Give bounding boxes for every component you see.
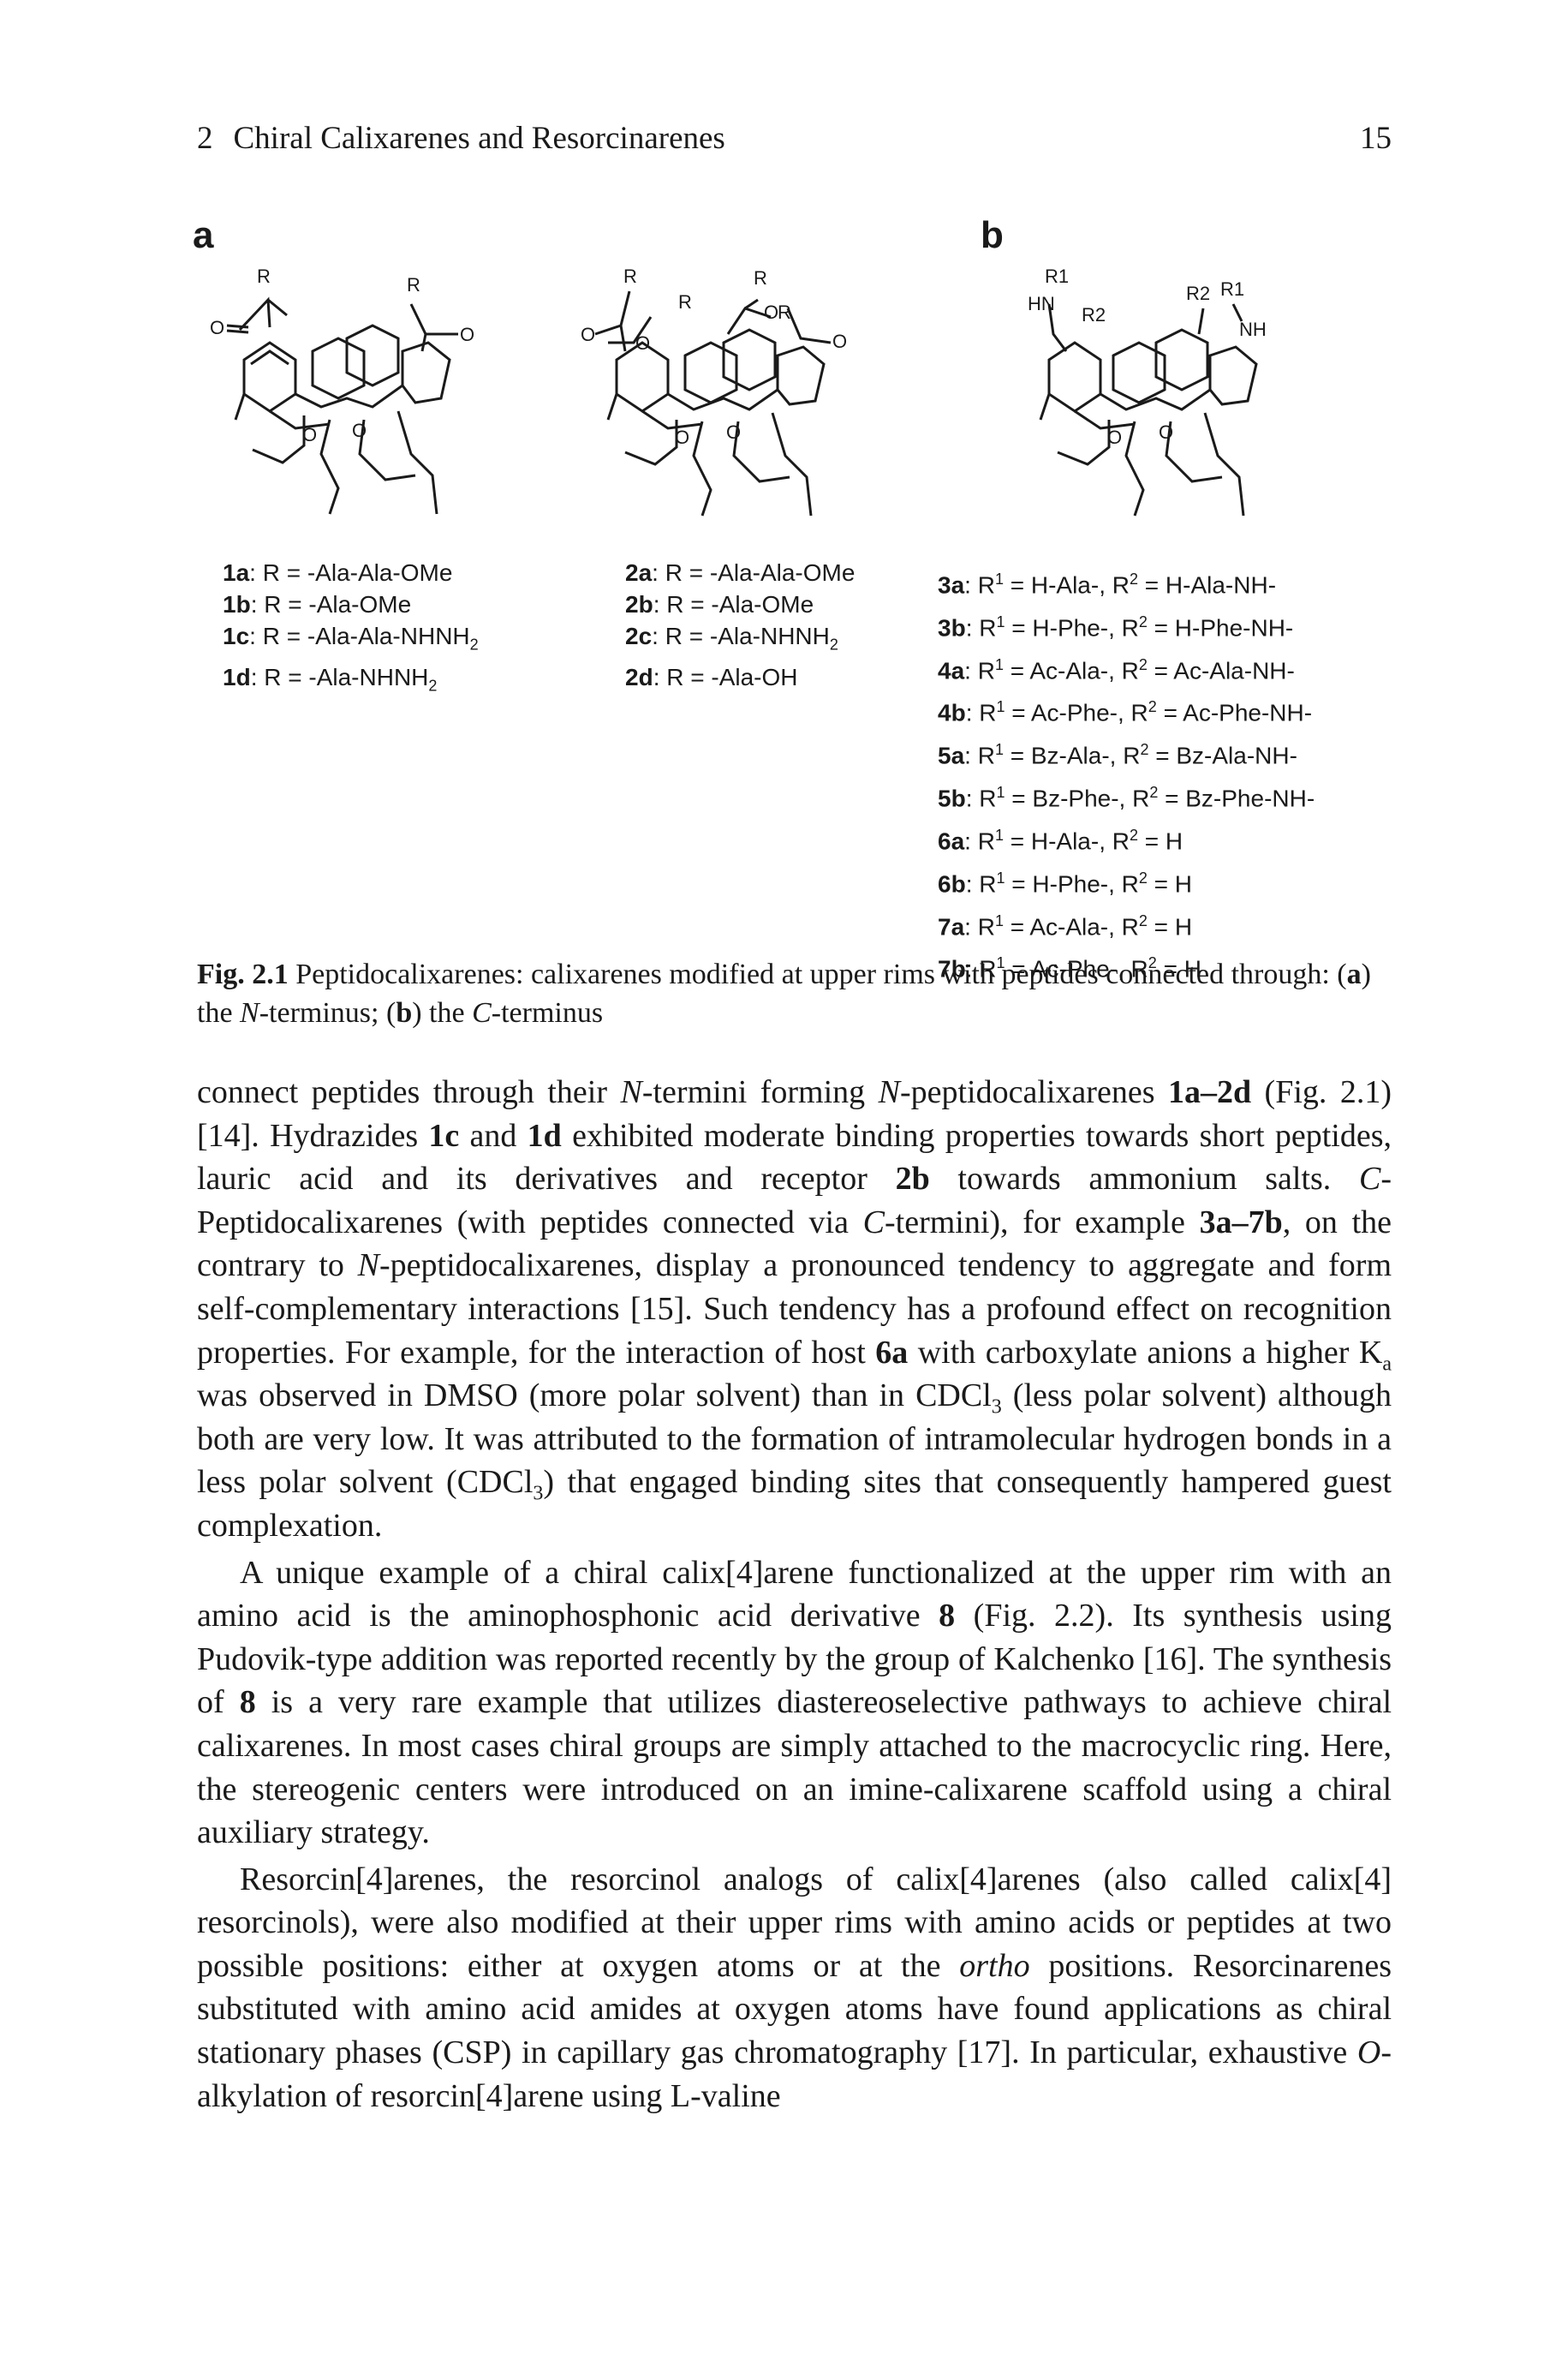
figure-2-1: a b R R O O O O [180, 214, 1404, 983]
compound-entry: 4a: R1 = Ac-Ala-, R2 = Ac-Ala-NH- [938, 655, 1295, 684]
amine-hn-label: HN [1028, 293, 1055, 314]
substituent-r1-label: R1 [1045, 266, 1069, 287]
compound-id: 6b [938, 870, 966, 898]
compound-id: 3b [938, 614, 966, 642]
compound-entry: 7a: R1 = Ac-Ala-, R2 = H [938, 911, 1193, 940]
compound-entry: 6b: R1 = H-Phe-, R2 = H [938, 869, 1193, 898]
carbonyl-o-label: O [210, 317, 224, 338]
substituent-r-label: R [623, 266, 637, 287]
ether-o-label: O [352, 420, 367, 441]
compound-entry: 3a: R1 = H-Ala-, R2 = H-Ala-NH- [938, 571, 1277, 599]
chapter-number: 2 [197, 121, 213, 156]
calixarene-structure-1: R R O O O O [210, 266, 474, 515]
compound-entry: 1d: R = -Ala-NHNH2 [223, 663, 438, 695]
compound-id: 4a [938, 656, 965, 684]
compound-id: 7a [938, 912, 965, 940]
ether-o-label: O [1159, 421, 1173, 443]
ether-o-label: O [726, 421, 741, 443]
compound-entry: 2b: R = -Ala-OMe [625, 591, 814, 618]
substituent-r-label: R [678, 291, 692, 313]
compound-entry: 2c: R = -Ala-NHNH2 [625, 623, 838, 654]
compound-id: 3a [938, 571, 965, 599]
compound-entry: 1b: R = -Ala-OMe [223, 591, 412, 618]
compound-entry: 5b: R1 = Bz-Phe-, R2 = Bz-Phe-NH- [938, 784, 1315, 812]
carbonyl-o-label: O [460, 324, 474, 345]
compound-id: 5a [938, 742, 965, 769]
compound-entry: 1c: R = -Ala-Ala-NHNH2 [223, 623, 479, 654]
chapter-heading: 2 Chiral Calixarenes and Resorcinarenes [197, 120, 746, 163]
compound-id: 7b [938, 955, 966, 983]
chapter-title: Chiral Calixarenes and Resorcinarenes [233, 121, 725, 156]
caption-text: Peptidocalixarenes: calixarenes modified… [288, 959, 1347, 990]
compound-list-3: 3a: R1 = H-Ala-, R2 = H-Ala-NH- 3b: R1 = … [938, 561, 1315, 988]
substituent-r2-label: R2 [1186, 283, 1210, 304]
compound-id: 6a [938, 828, 965, 855]
compound-list-2: 2a: R = -Ala-Ala-OMe 2b: R = -Ala-OMe 2c… [625, 557, 855, 693]
carbonyl-o-label: O [581, 324, 595, 345]
paragraph: connect peptides through their N-termini… [197, 1074, 1392, 1544]
compound-entry: 5a: R1 = Bz-Ala-, R2 = Bz-Ala-NH- [938, 741, 1297, 769]
substituent-r-label: R [257, 266, 271, 287]
body-text: connect peptides through their N-termini… [197, 1071, 1392, 2118]
substituent-r1-label: R1 [1220, 278, 1244, 300]
calixarene-structure-2: R R R R O O O O O O [581, 266, 847, 517]
compound-entry: 2d: R = -Ala-OH [625, 663, 798, 690]
compound-entry: 2a: R = -Ala-Ala-OMe [625, 559, 856, 586]
paragraph: A unique example of a chiral calix[4]are… [197, 1554, 1392, 1851]
figure-caption: Fig. 2.1 Peptidocalixarenes: calixarenes… [197, 959, 1371, 1029]
substituent-r-label: R [407, 274, 420, 296]
ether-o-label: O [1107, 427, 1122, 448]
ether-o-label: O [675, 427, 689, 448]
panel-a-label: a [193, 214, 214, 256]
compound-entry: 4b: R1 = Ac-Phe-, R2 = Ac-Phe-NH- [938, 698, 1313, 726]
compound-id: 5b [938, 785, 966, 812]
compound-list-1: 1a: R = -Ala-Ala-OMe 1b: R = -Ala-OMe 1c… [223, 557, 479, 702]
panel-b-label: b [981, 214, 1004, 256]
page-number: 15 [1360, 121, 1392, 156]
compound-id: 4b [938, 699, 966, 726]
amine-nh-label: NH [1239, 319, 1267, 340]
carbonyl-o-label: O [832, 331, 847, 352]
carbonyl-o-label: O [635, 332, 650, 354]
running-header: 2 Chiral Calixarenes and Resorcinarenes 1… [197, 120, 1392, 163]
compound-entry: 7b: R1 = Ac-Phe-, R2 = H [938, 954, 1201, 983]
compound-entry: 3b: R1 = H-Phe-, R2 = H-Phe-NH- [938, 612, 1294, 642]
ether-o-label: O [302, 424, 317, 445]
substituent-r2-label: R2 [1082, 304, 1106, 326]
substituent-r-label: R [778, 302, 791, 323]
carbonyl-o-label: O [764, 302, 778, 323]
calixarene-structure-3: R1 HN R2 R2 R1 NH O O [1028, 266, 1267, 517]
substituent-r-label: R [754, 267, 767, 289]
compound-entry: 6a: R1 = H-Ala-, R2 = H [938, 826, 1183, 855]
figure-label: Fig. 2.1 [197, 959, 289, 990]
compound-entry: 1a: R = -Ala-Ala-OMe [223, 559, 453, 586]
paragraph: Resorcin[4]arenes, the resorcinol analog… [197, 1861, 1392, 2114]
